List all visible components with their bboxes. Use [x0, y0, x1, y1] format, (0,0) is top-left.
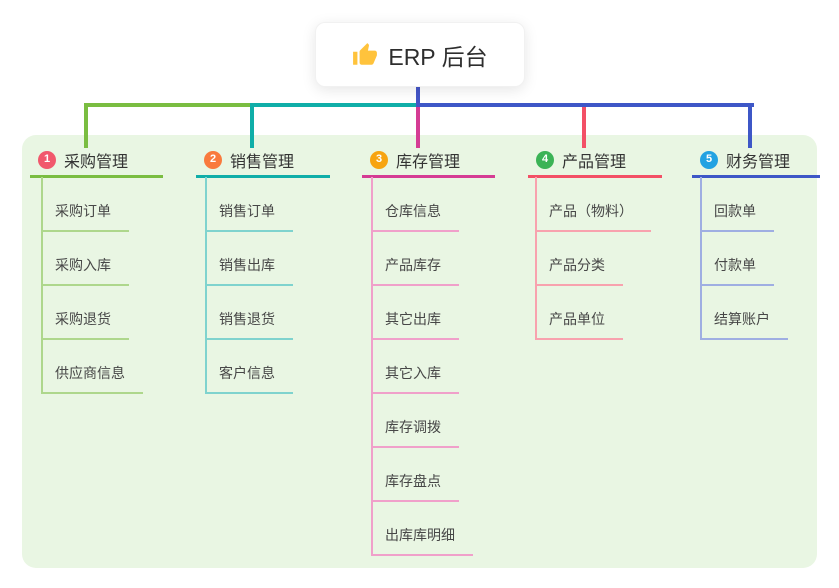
- child-node[interactable]: 其它入库: [371, 340, 459, 394]
- connector-segment: [250, 103, 418, 107]
- branch-node-2[interactable]: 2 销售管理: [196, 150, 330, 178]
- branch-child-line: [371, 177, 373, 556]
- branch-children: 回款单付款单结算账户: [700, 178, 788, 340]
- child-node[interactable]: 产品单位: [535, 286, 623, 340]
- branch-badge: 3: [370, 150, 388, 169]
- branch-children: 采购订单采购入库采购退货供应商信息: [41, 178, 143, 394]
- branches-panel: [22, 135, 817, 568]
- branch-node-4[interactable]: 4 产品管理: [528, 150, 662, 178]
- connector-segment: [84, 103, 252, 107]
- branch-drop-line: [582, 103, 586, 148]
- branch-children: 产品（物料）产品分类产品单位: [535, 178, 651, 340]
- child-node[interactable]: 供应商信息: [41, 340, 143, 394]
- root-node[interactable]: ERP 后台: [315, 22, 525, 87]
- child-node[interactable]: 产品（物料）: [535, 178, 651, 232]
- root-stem-line: [416, 85, 420, 107]
- child-node[interactable]: 出库库明细: [371, 502, 473, 556]
- branch-node-5[interactable]: 5 财务管理: [692, 150, 820, 178]
- child-node[interactable]: 产品库存: [371, 232, 459, 286]
- branch-label: 财务管理: [726, 153, 791, 171]
- root-label: ERP 后台: [388, 43, 488, 70]
- branch-child-line: [535, 177, 537, 340]
- branch-drop-line: [748, 103, 752, 148]
- branch-drop-line: [84, 103, 88, 148]
- child-node[interactable]: 客户信息: [205, 340, 293, 394]
- child-node[interactable]: 库存盘点: [371, 448, 459, 502]
- branch-drop-line: [416, 103, 420, 148]
- branch-badge: 4: [536, 150, 554, 169]
- branch-child-line: [700, 177, 702, 340]
- branch-node-3[interactable]: 3 库存管理: [362, 150, 495, 178]
- branch-badge: 2: [204, 150, 222, 169]
- connector-segment: [416, 103, 754, 107]
- child-node[interactable]: 付款单: [700, 232, 774, 286]
- branch-label: 产品管理: [562, 153, 627, 171]
- child-node[interactable]: 销售订单: [205, 178, 293, 232]
- branch-label: 库存管理: [396, 153, 461, 171]
- thumbs-up-icon: [353, 42, 378, 65]
- child-node[interactable]: 产品分类: [535, 232, 623, 286]
- child-node[interactable]: 采购退货: [41, 286, 129, 340]
- branch-label: 采购管理: [64, 153, 129, 171]
- branch-children: 仓库信息产品库存其它出库其它入库库存调拨库存盘点出库库明细: [371, 178, 473, 556]
- branch-badge: 1: [38, 150, 56, 169]
- branch-badge: 5: [700, 150, 718, 169]
- child-node[interactable]: 采购入库: [41, 232, 129, 286]
- child-node[interactable]: 回款单: [700, 178, 774, 232]
- child-node[interactable]: 其它出库: [371, 286, 459, 340]
- child-node[interactable]: 销售出库: [205, 232, 293, 286]
- branch-label: 销售管理: [230, 153, 295, 171]
- branch-drop-line: [250, 103, 254, 148]
- child-node[interactable]: 结算账户: [700, 286, 788, 340]
- branch-children: 销售订单销售出库销售退货客户信息: [205, 178, 293, 394]
- child-node[interactable]: 库存调拨: [371, 394, 459, 448]
- child-node[interactable]: 仓库信息: [371, 178, 459, 232]
- child-node[interactable]: 采购订单: [41, 178, 129, 232]
- child-node[interactable]: 销售退货: [205, 286, 293, 340]
- branch-node-1[interactable]: 1 采购管理: [30, 150, 163, 178]
